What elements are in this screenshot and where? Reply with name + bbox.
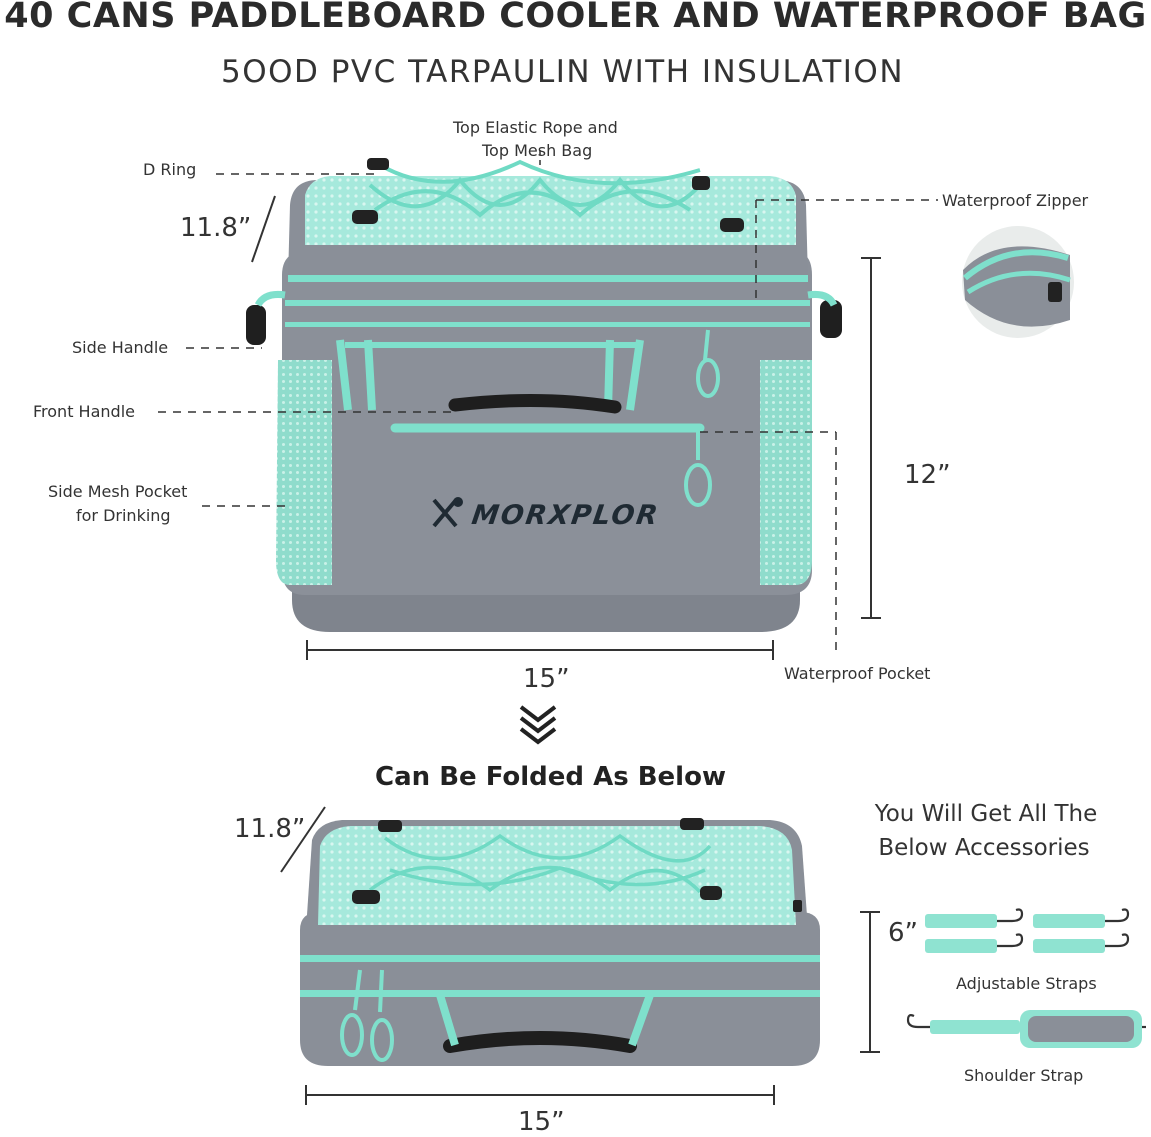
page-subtitle: 5OOD PVC TARPAULIN WITH INSULATION — [220, 54, 905, 90]
dimension-depth-bottom: 11.8” — [234, 814, 306, 844]
dimension-lines — [251, 195, 881, 660]
dimension-depth-top: 11.8” — [180, 213, 252, 243]
page-title: 40 CANS PADDLEBOARD COOLER AND WATERPROO… — [4, 0, 1147, 36]
label-adjustable-straps: Adjustable Straps — [956, 974, 1097, 993]
label-waterproof-pocket: Waterproof Pocket — [784, 664, 931, 683]
label-side-handle: Side Handle — [72, 338, 169, 357]
label-top-elastic-line1: Top Elastic Rope and — [453, 118, 618, 137]
accessories-title-line1: You Will Get All The — [874, 801, 1098, 827]
folded-heading: Can Be Folded As Below — [375, 762, 726, 792]
label-side-mesh-line1: Side Mesh Pocket — [48, 482, 188, 501]
dimension-width-top: 15” — [523, 664, 570, 694]
accessory-shoulder-strap — [906, 1010, 1146, 1048]
label-front-handle: Front Handle — [33, 402, 135, 421]
label-shoulder-strap: Shoulder Strap — [964, 1066, 1084, 1085]
accessory-straps — [925, 908, 1130, 953]
zipper-detail — [962, 226, 1074, 338]
callout-lines — [158, 173, 938, 656]
dimension-lines-folded — [280, 806, 880, 1105]
label-waterproof-zipper: Waterproof Zipper — [942, 191, 1089, 210]
cooler-folded — [300, 818, 820, 1066]
label-side-mesh-line2: for Drinking — [76, 506, 171, 525]
dimension-height: 12” — [904, 460, 951, 490]
cooler-main — [246, 158, 842, 632]
fold-arrow-icon — [519, 705, 557, 745]
label-d-ring: D Ring — [143, 160, 197, 179]
label-top-elastic-line2: Top Mesh Bag — [482, 141, 593, 160]
dimension-strap-length: 6” — [888, 918, 919, 948]
brand-logo: MORXPLOR — [469, 500, 662, 531]
dimension-width-bottom: 15” — [518, 1107, 565, 1137]
accessories-title-line2: Below Accessories — [878, 835, 1090, 861]
